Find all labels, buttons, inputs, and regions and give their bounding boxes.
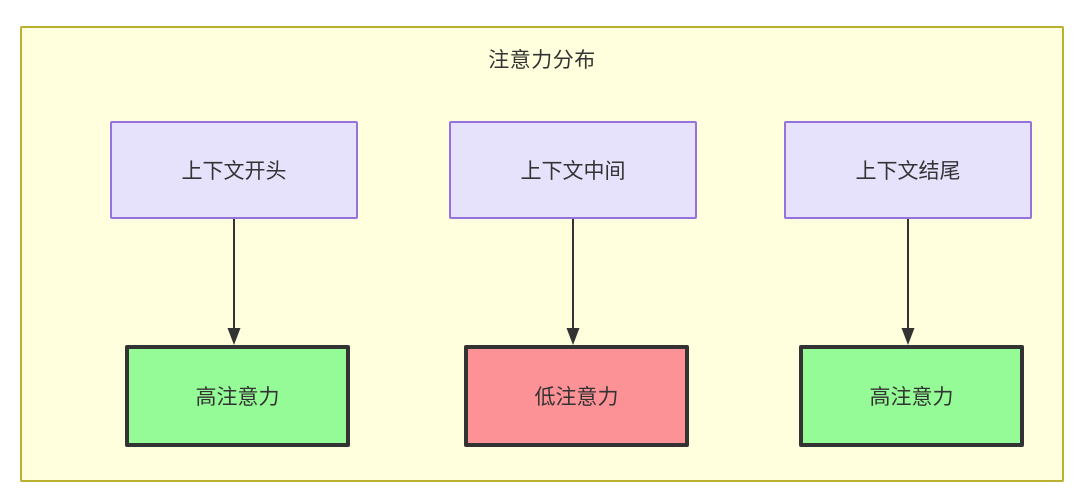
node-high-attention-end-label: 高注意力 [869,386,954,409]
arrow-down-icon [901,219,915,345]
node-context-end-label: 上下文结尾 [855,160,961,183]
node-context-middle[interactable]: 上下文中间 [449,121,697,219]
node-high-attention-end[interactable]: 高注意力 [799,345,1024,447]
edge-context-start-to-high-attention [227,219,241,347]
node-low-attention-middle-label: 低注意力 [534,386,619,409]
arrow-down-icon [566,219,580,345]
subgraph-title: 注意力分布 [488,49,596,72]
arrow-down-icon [227,219,241,345]
node-context-end[interactable]: 上下文结尾 [784,121,1032,219]
node-low-attention-middle[interactable]: 低注意力 [464,345,689,447]
edge-context-middle-to-low-attention [566,219,580,347]
attention-distribution-subgraph: 注意力分布 上下文开头 上下文中间 上下文结尾 [20,26,1064,482]
node-context-start[interactable]: 上下文开头 [110,121,358,219]
node-high-attention-start-label: 高注意力 [195,386,280,409]
edge-context-end-to-high-attention [901,219,915,347]
node-context-middle-label: 上下文中间 [520,160,626,183]
node-context-start-label: 上下文开头 [181,160,287,183]
node-high-attention-start[interactable]: 高注意力 [125,345,350,447]
